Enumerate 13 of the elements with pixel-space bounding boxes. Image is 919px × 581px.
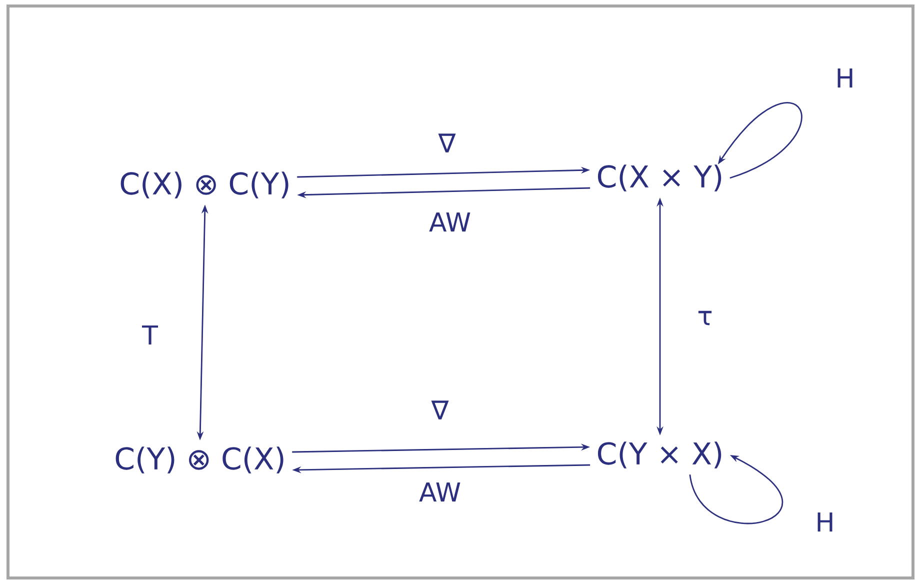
edge-label: ∇ (429, 398, 451, 422)
arrow (689, 455, 783, 524)
edge-label: T (140, 324, 160, 346)
edge-label: AW (426, 210, 474, 234)
term-label: C(Y × X) (598, 442, 722, 468)
term-label: C(X × Y) (598, 164, 722, 192)
edge-label: AW (416, 480, 464, 504)
edge-label: H (833, 66, 857, 90)
term-label: C(X) ⊗ C(Y) (120, 172, 288, 198)
term-label: C(Y) ⊗ C(X) (116, 446, 284, 474)
edge-label: ∇ (436, 132, 458, 154)
edge-label: H (813, 510, 837, 534)
edge-label: τ (695, 308, 715, 328)
